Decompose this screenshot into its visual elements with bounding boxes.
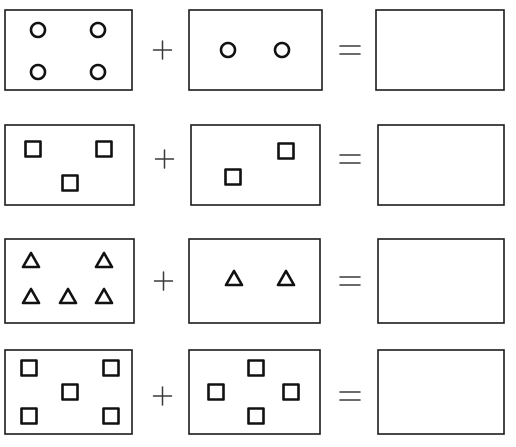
row-4-right-square-1 — [247, 359, 265, 377]
row-3-left-triangle-3 — [21, 287, 41, 305]
row-4-left-square-2 — [102, 359, 120, 377]
row-1-plus-sign — [152, 40, 173, 60]
row-2-right-box — [190, 124, 321, 206]
row-3-plus-sign — [153, 271, 174, 291]
row-4-left-box — [4, 349, 133, 435]
row-1-left-circle-3 — [29, 63, 47, 81]
row-1-right-box — [188, 9, 323, 91]
row-3-answer-box — [377, 238, 505, 324]
row-4-left-square-3 — [61, 383, 79, 401]
row-3-right-box — [188, 238, 321, 324]
row-4-right-square-2 — [207, 383, 225, 401]
row-4-equals-sign — [339, 391, 361, 401]
row-4-plus-sign — [152, 386, 173, 406]
row-3-left-triangle-5 — [94, 287, 114, 305]
row-3-equals-sign — [339, 276, 361, 286]
row-3-left-triangle-1 — [21, 251, 41, 269]
row-2-left-square-3 — [61, 174, 79, 192]
row-2-left-box — [4, 124, 135, 206]
row-2-answer-box — [377, 124, 505, 206]
row-3-right-triangle-1 — [224, 269, 244, 287]
row-4-right-square-3 — [282, 383, 300, 401]
row-1-left-circle-1 — [29, 21, 47, 39]
row-3-left-triangle-2 — [94, 251, 114, 269]
row-1-answer-box — [375, 9, 505, 91]
row-2-plus-sign — [154, 149, 175, 169]
row-4-left-square-1 — [20, 359, 38, 377]
row-2-right-square-2 — [224, 168, 242, 186]
row-4-left-square-4 — [20, 407, 38, 425]
row-1-left-circle-4 — [89, 63, 107, 81]
row-2-left-square-2 — [95, 140, 113, 158]
row-1-left-circle-2 — [89, 21, 107, 39]
row-3-left-box — [4, 238, 135, 324]
row-3-left-triangle-4 — [58, 287, 78, 305]
row-1-left-box — [4, 9, 133, 91]
row-1-equals-sign — [339, 45, 361, 55]
row-3-right-triangle-2 — [276, 269, 296, 287]
row-2-left-square-1 — [24, 140, 42, 158]
row-1-right-circle-2 — [273, 41, 291, 59]
row-1-right-circle-1 — [219, 41, 237, 59]
row-2-right-square-1 — [277, 142, 295, 160]
row-4-left-square-5 — [102, 407, 120, 425]
row-4-right-square-4 — [247, 407, 265, 425]
row-4-answer-box — [377, 349, 505, 435]
row-2-equals-sign — [339, 154, 361, 164]
